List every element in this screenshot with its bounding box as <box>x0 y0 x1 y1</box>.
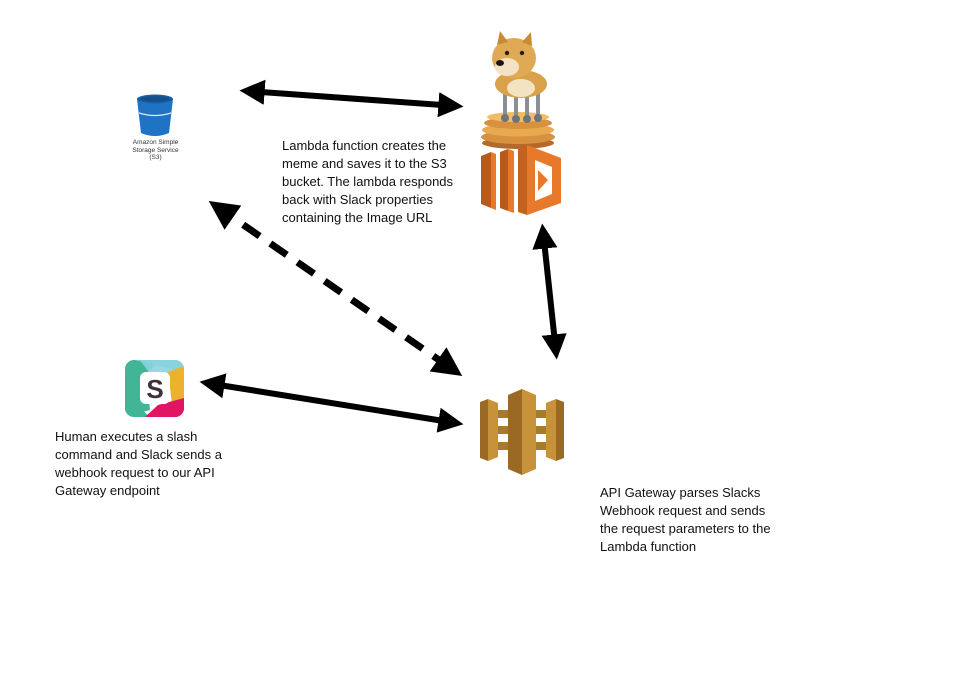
edge-s3-lambda <box>239 79 464 118</box>
s3-bucket-icon <box>137 94 173 136</box>
edge-s3-apigw-dashed <box>208 200 463 377</box>
doge-decoration <box>481 31 555 149</box>
lambda-caption: Lambda function creates the meme and sav… <box>282 138 454 225</box>
s3-label: Amazon Simple Storage Service (S3) <box>132 139 179 161</box>
slack-logo-icon: S <box>125 360 184 417</box>
api-gateway-icon <box>480 389 564 475</box>
edge-lambda-apigw <box>532 223 567 360</box>
edge-slack-apigw <box>199 373 464 433</box>
aws-lambda-icon <box>481 145 561 215</box>
slack-caption: Human executes a slash command and Slack… <box>55 429 222 498</box>
slack-letter: S <box>146 374 163 404</box>
api-gateway-caption: API Gateway parses Slacks Webhook reques… <box>600 485 771 554</box>
